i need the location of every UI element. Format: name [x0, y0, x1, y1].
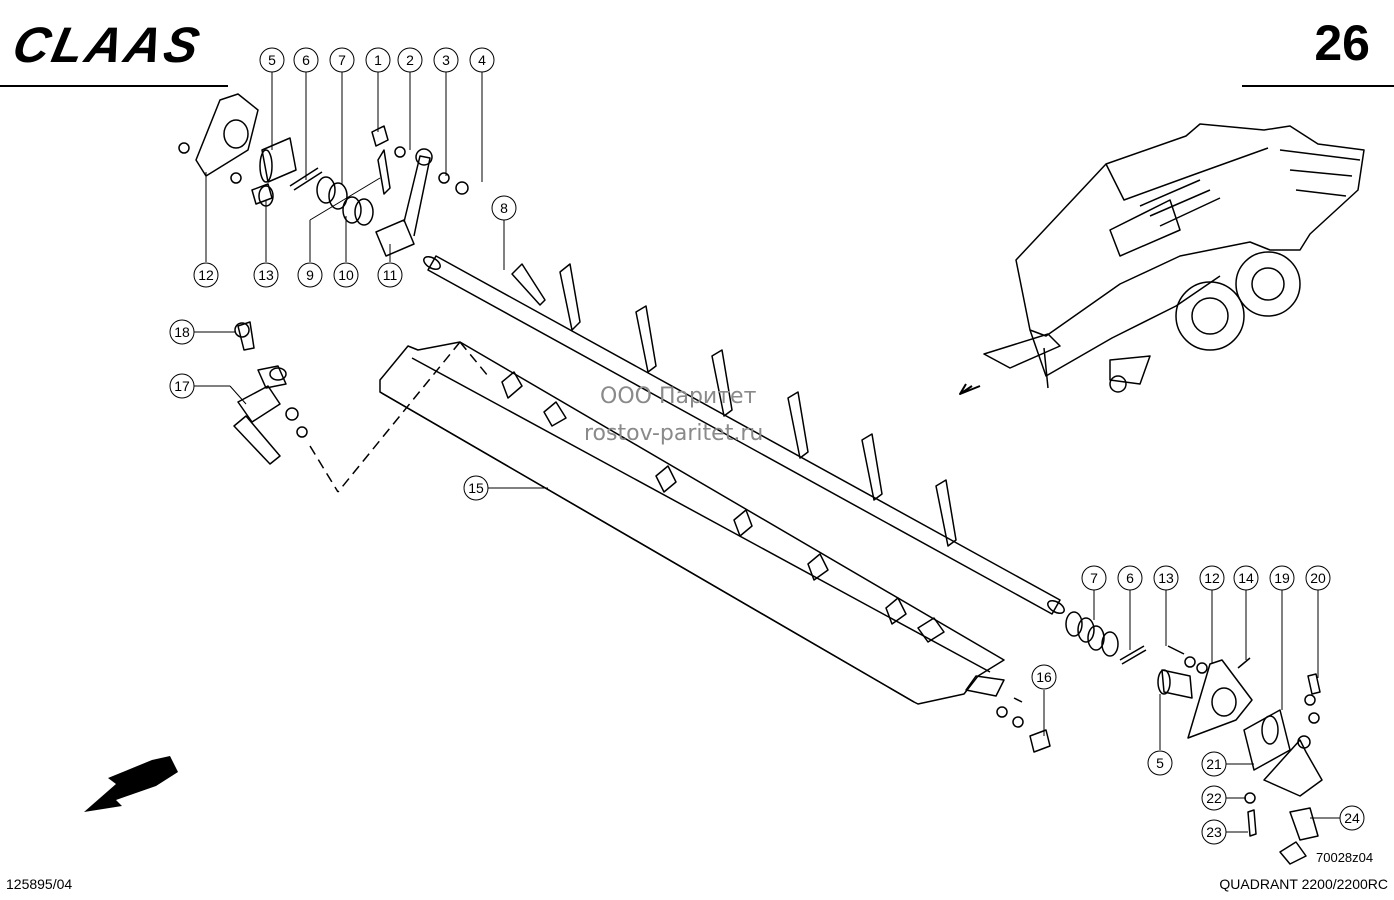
callout-label: 1 — [374, 52, 382, 68]
callout-label: 12 — [1204, 570, 1220, 586]
shaft-part-8 — [423, 255, 1065, 615]
callout-label: 19 — [1274, 570, 1290, 586]
callout-label: 15 — [468, 480, 484, 496]
callout-bubbles — [169, 47, 1365, 845]
model-name: QUADRANT 2200/2200RC — [1219, 876, 1388, 892]
callout-label: 24 — [1344, 810, 1360, 826]
callout-label: 22 — [1206, 790, 1222, 806]
callout-label: 23 — [1206, 824, 1222, 840]
callout-label: 20 — [1310, 570, 1326, 586]
callout-label: 2 — [406, 52, 414, 68]
callout-label: 10 — [338, 267, 354, 283]
watermark-url: rostov-paritet.ru — [584, 421, 764, 446]
callout-label: 6 — [302, 52, 310, 68]
dashed-line-b — [337, 341, 461, 493]
page-number: 26 — [1314, 15, 1370, 71]
callout-label: 5 — [268, 52, 276, 68]
callout-label: 6 — [1126, 570, 1134, 586]
drawing-code: 70028z04 — [1316, 850, 1374, 865]
document-number: 125895/04 — [6, 876, 73, 892]
callout-label: 7 — [338, 52, 346, 68]
callout-label: 7 — [1090, 570, 1098, 586]
callout-label: 8 — [500, 200, 508, 216]
callout-label: 18 — [174, 324, 190, 340]
callout-label: 14 — [1238, 570, 1254, 586]
baler-machine-overview — [983, 123, 1365, 393]
callout-label: 11 — [383, 267, 398, 283]
plate-part-15 — [379, 341, 1005, 705]
watermark-company: ООО Паритет — [600, 384, 757, 409]
callout-label: 5 — [1156, 755, 1164, 771]
callout-label: 16 — [1036, 669, 1052, 685]
callout-label: 12 — [198, 267, 214, 283]
dashed-line-a — [459, 341, 489, 377]
right-bearing-assembly — [996, 611, 1323, 865]
callout-label: 13 — [1158, 570, 1174, 586]
callout-label: 9 — [306, 267, 314, 283]
left-bearing-assembly — [178, 93, 469, 257]
callout-label: 17 — [174, 378, 190, 394]
callout-label: 13 — [258, 267, 274, 283]
leader-lines — [194, 72, 1340, 833]
callout-label: 4 — [478, 52, 486, 68]
callout-labels: 5 6 7 1 2 3 4 8 12 13 9 10 11 18 17 15 1… — [174, 52, 1360, 840]
dashed-line-c — [309, 445, 339, 493]
travel-direction-arrow — [84, 756, 178, 812]
callout-label: 21 — [1206, 756, 1222, 772]
left-bracket-parts-17-18 — [233, 321, 308, 465]
callout-label: 3 — [442, 52, 450, 68]
machine-direction-arrow — [959, 383, 981, 395]
